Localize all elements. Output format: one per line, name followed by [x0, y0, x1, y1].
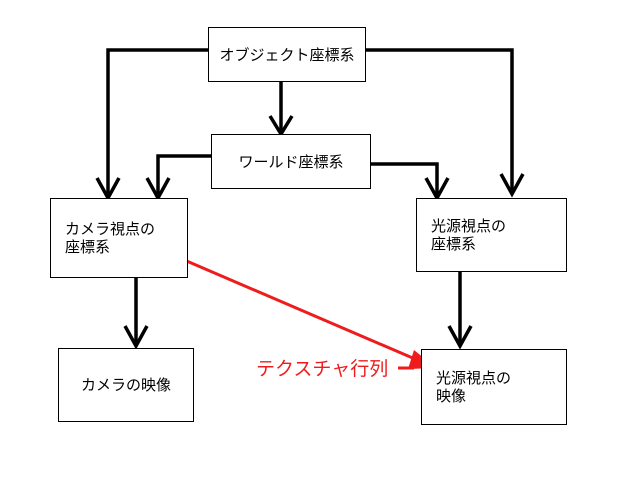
node-camera-view-line-2: 座標系 [65, 238, 111, 256]
texture-matrix-label: テクスチャ行列 [256, 358, 389, 380]
edge-object-to-light-view [366, 48, 514, 192]
node-camera-view-coordinates: カメラ視点の 座標系 [50, 198, 188, 278]
node-camera-image: カメラの映像 [58, 348, 194, 422]
node-light-view-line-1: 光源視点の [431, 217, 507, 235]
node-light-image-line-1: 光源視点の [436, 369, 512, 387]
arrowhead-object-to-light-view [499, 173, 525, 198]
node-world-label: ワールド座標系 [238, 152, 344, 171]
arrowhead-camera-view-to-camera-image [123, 325, 149, 350]
node-world-coordinates: ワールド座標系 [211, 134, 371, 189]
node-light-view-coordinates: 光源視点の 座標系 [416, 198, 567, 272]
node-camera-image-label: カメラの映像 [80, 376, 171, 394]
node-object-label: オブジェクト座標系 [219, 45, 355, 64]
edge-world-to-light-view [371, 162, 439, 196]
node-camera-view-line-1: カメラ視点の [65, 220, 156, 238]
node-light-image: 光源視点の 映像 [421, 349, 567, 425]
node-object-coordinates: オブジェクト座標系 [208, 27, 366, 82]
edge-object-to-camera-view [106, 48, 208, 196]
edge-texture-matrix [167, 251, 423, 364]
node-light-image-line-2: 映像 [436, 387, 467, 405]
arrowhead-light-view-to-light-image [447, 325, 473, 350]
edge-world-to-camera-view [156, 154, 211, 196]
node-light-view-line-2: 座標系 [431, 235, 477, 253]
